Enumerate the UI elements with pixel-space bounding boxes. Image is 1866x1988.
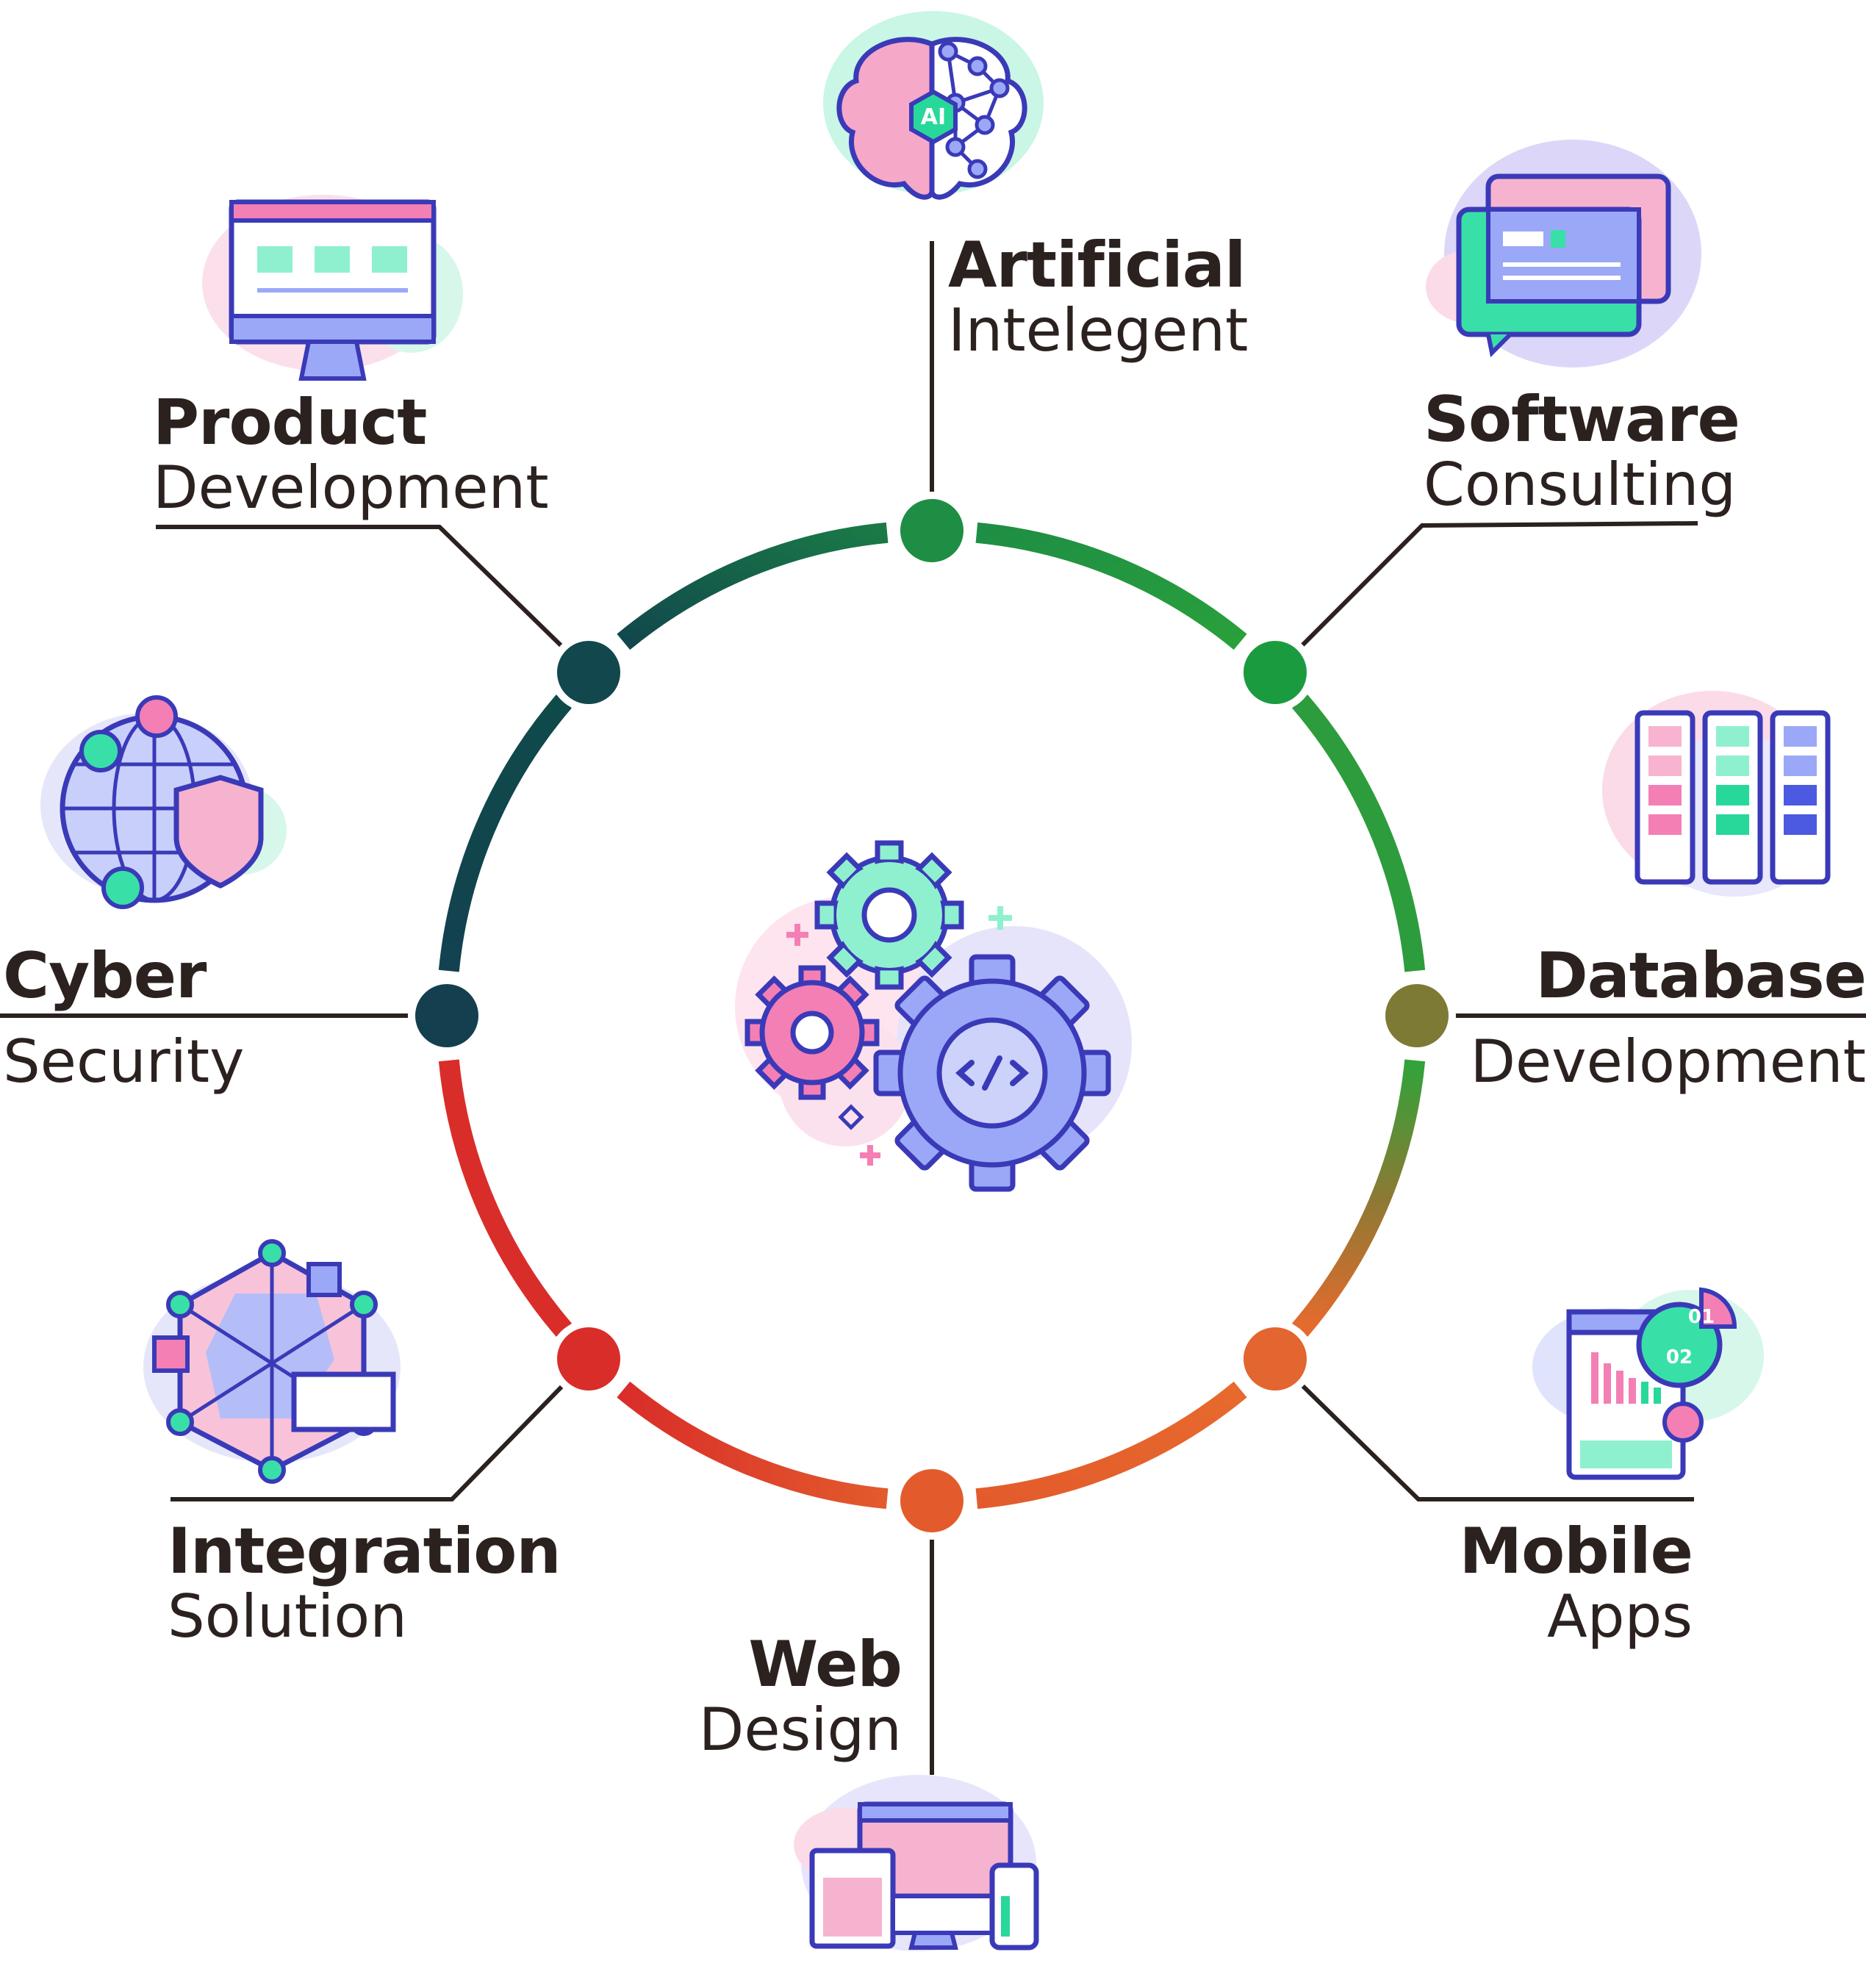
label-product-bold: Product	[153, 386, 427, 459]
connector-lines	[0, 241, 1866, 1775]
ring-arc-database-mobile	[1291, 1059, 1426, 1337]
svg-text:01: 01	[1688, 1306, 1715, 1328]
label-ai: Artificial Intelegent	[948, 234, 1248, 360]
ai-brain-icon: AI	[823, 11, 1044, 200]
label-database-bold: Database	[1535, 939, 1866, 1013]
ring-arc-cyber-product	[438, 695, 573, 972]
node-dot-web	[893, 1462, 971, 1540]
analytics-dashboard-icon: 01 02	[1532, 1287, 1764, 1480]
label-web-bold: Web	[748, 1628, 903, 1701]
node-dot-mobile	[1236, 1320, 1314, 1398]
node-dot-cyber	[408, 977, 486, 1055]
label-database-light: Development	[1470, 1027, 1866, 1096]
label-software: Software Consulting	[1424, 388, 1740, 514]
ring-arc-ai-software	[975, 522, 1247, 650]
label-database: Database Development	[1470, 944, 1866, 1091]
label-cyber: Cyber Security	[3, 944, 245, 1091]
svg-text:02: 02	[1666, 1346, 1693, 1368]
label-ai-bold: Artificial	[948, 229, 1246, 302]
label-web-light: Design	[698, 1695, 902, 1764]
label-integration-light: Solution	[168, 1582, 407, 1651]
node-dot-ai	[893, 492, 971, 570]
connector-product	[156, 525, 591, 675]
chat-window-icon	[1426, 140, 1701, 367]
monitor-folders-icon	[202, 195, 463, 381]
label-software-light: Consulting	[1424, 451, 1737, 519]
svg-text:AI: AI	[921, 104, 946, 130]
connector-integration	[171, 1357, 591, 1501]
label-product-light: Development	[153, 453, 549, 522]
connector-mobile	[1273, 1357, 1694, 1501]
node-dots	[408, 492, 1456, 1540]
gears-code-icon	[735, 840, 1132, 1192]
hexagon-network-icon	[143, 1239, 401, 1484]
label-integration-bold: Integration	[168, 1515, 561, 1588]
responsive-devices-icon	[794, 1775, 1039, 1951]
label-mobile: Mobile Apps	[1459, 1520, 1693, 1646]
label-mobile-light: Apps	[1547, 1582, 1693, 1651]
label-cyber-light: Security	[3, 1027, 245, 1096]
label-software-bold: Software	[1424, 383, 1740, 456]
label-integration: Integration Solution	[168, 1520, 561, 1646]
label-ai-light: Intelegent	[948, 296, 1249, 365]
connector-software	[1273, 521, 1698, 675]
label-product: Product Development	[153, 391, 549, 517]
label-cyber-bold: Cyber	[3, 939, 207, 1013]
node-dot-product	[550, 634, 628, 711]
node-dot-database	[1378, 977, 1456, 1055]
ring-arc-web-integration	[617, 1381, 889, 1510]
label-web: Web Design	[698, 1628, 903, 1764]
ring-arc-integration-cyber	[438, 1059, 573, 1337]
ring-arc-software-database	[1291, 695, 1426, 972]
ring-arc-product-ai	[617, 522, 889, 650]
label-mobile-bold: Mobile	[1459, 1515, 1693, 1588]
globe-shield-icon	[40, 695, 287, 909]
ring-arc-mobile-web	[975, 1381, 1247, 1510]
node-dot-integration	[550, 1320, 628, 1398]
ring	[438, 522, 1426, 1510]
node-dot-software	[1236, 634, 1314, 711]
server-racks-icon	[1602, 691, 1831, 897]
